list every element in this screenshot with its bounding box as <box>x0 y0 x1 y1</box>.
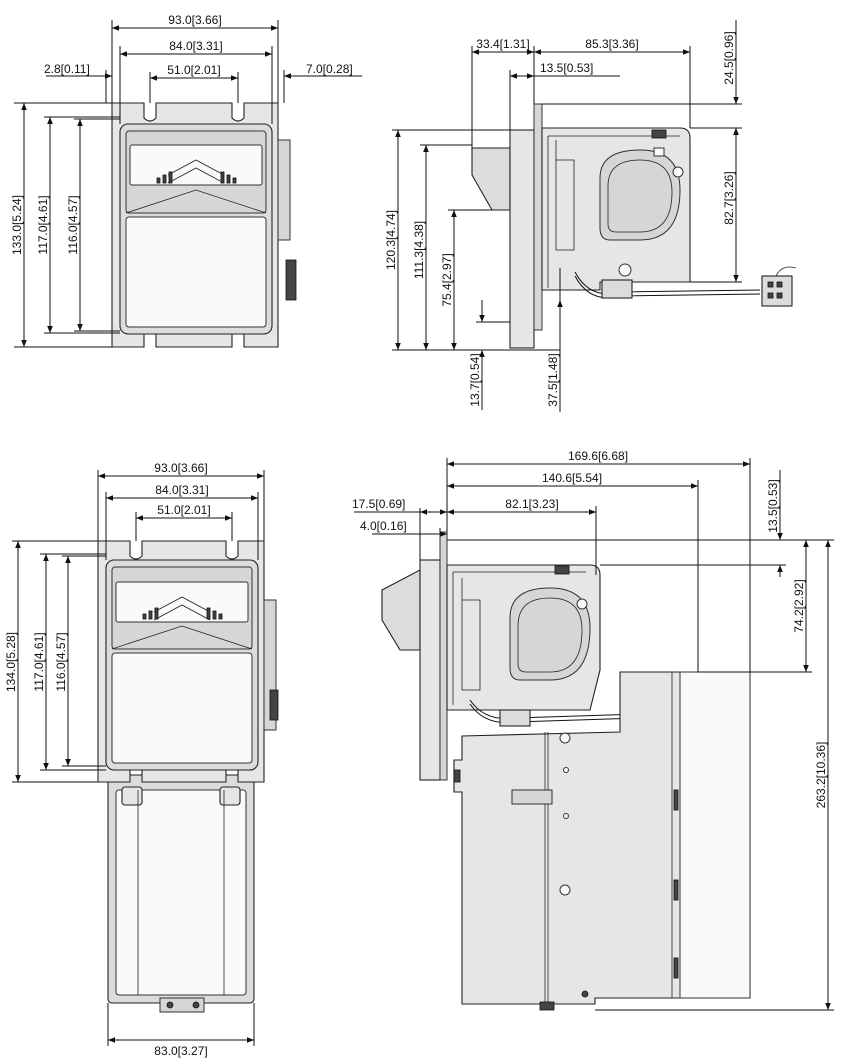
side-flange <box>509 129 535 349</box>
dim-edge-right: 7.0[0.28] <box>306 62 353 76</box>
bill-slot <box>129 144 263 186</box>
dim-validator-depth: 82.1[3.23] <box>505 497 558 511</box>
dim-width-bezel: 84.0[3.31] <box>169 39 222 53</box>
dim-cable-offset: 37.5[1.48] <box>546 353 560 406</box>
dim-cashbox-width: 83.0[3.27] <box>154 1044 207 1058</box>
connector <box>285 259 297 301</box>
dim-cashbox-depth: 140.6[5.54] <box>542 471 602 485</box>
dim-bottom-offset: 13.7[0.54] <box>468 353 482 406</box>
side-view-top: 33.4[1.31] 85.3[3.36] 13.5[0.53] 24.5[0.… <box>384 20 797 412</box>
dim-edge-left: 2.8[0.11] <box>44 62 90 76</box>
dim-height-bezel: 117.0[4.61] <box>32 632 46 691</box>
drum <box>509 587 591 681</box>
dim-nose-offset: 75.4[2.97] <box>440 253 454 306</box>
dim-width-overall: 93.0[3.66] <box>168 13 221 27</box>
dim-width-overall: 93.0[3.66] <box>154 461 207 475</box>
dim-height-bezel: 117.0[4.61] <box>36 195 50 254</box>
dim-height-overall: 133.0[5.24] <box>10 195 24 255</box>
dim-height-overall: 134.0[5.28] <box>4 632 18 692</box>
dim-overall-height: 263.2[10.36] <box>814 742 828 809</box>
side-view-bottom: 169.6[6.68] 140.6[5.54] 82.1[3.23] 17.5[… <box>352 449 834 1011</box>
cash-box-handle <box>159 997 205 1013</box>
dim-validator-height: 74.2[2.92] <box>792 579 806 632</box>
bill-slot <box>115 581 249 623</box>
bill-entry-nose <box>471 147 511 211</box>
dim-overall-depth: 169.6[6.68] <box>568 449 628 463</box>
side-flange <box>419 559 441 781</box>
dim-width-slots: 51.0[2.01] <box>157 503 210 517</box>
dim-width-slots: 51.0[2.01] <box>167 63 220 77</box>
side-housing <box>277 139 291 241</box>
dim-flange-height: 120.3[4.74] <box>384 210 398 270</box>
dim-nose-depth: 33.4[1.31] <box>476 37 529 51</box>
led-indicator-icon <box>142 607 223 620</box>
dim-flange-gap: 17.5[0.69] <box>352 497 405 511</box>
led-indicator-icon <box>156 171 237 184</box>
dim-body-depth: 85.3[3.36] <box>585 37 638 51</box>
screw-icon <box>559 732 571 744</box>
chevron-icon <box>167 159 225 176</box>
screw-icon <box>576 598 588 610</box>
screw-icon <box>559 884 571 896</box>
front-view-bottom: 93.0[3.66] 84.0[3.31] 51.0[2.01] 134.0[5… <box>4 461 279 1058</box>
dim-flange-thickness: 13.5[0.53] <box>540 61 593 75</box>
dim-top-offset: 24.5[0.96] <box>722 31 736 84</box>
dim-width-bezel: 84.0[3.31] <box>155 483 208 497</box>
dim-height-inner: 116.0[4.57] <box>66 195 80 254</box>
front-view-top: 93.0[3.66] 84.0[3.31] 51.0[2.01] 2.8[0.1… <box>10 13 362 348</box>
dim-body-height: 82.7[3.26] <box>722 171 736 224</box>
latch <box>651 129 667 139</box>
dim-nose-height: 111.3[4.38] <box>412 221 426 279</box>
bill-entry-nose <box>381 569 421 651</box>
dim-flange-thickness: 4.0[0.16] <box>360 519 407 533</box>
screw-icon <box>618 263 632 277</box>
drum <box>599 149 681 241</box>
latch <box>539 1001 555 1011</box>
dim-height-inner: 116.0[4.57] <box>54 632 68 691</box>
cable-connector <box>761 275 793 307</box>
dim-top-offset: 13.5[0.53] <box>766 479 780 532</box>
lower-panel <box>125 216 267 328</box>
cable-clip <box>601 279 633 299</box>
chevron-icon <box>153 596 211 613</box>
screw-icon <box>672 166 684 178</box>
cash-box <box>453 671 751 1005</box>
